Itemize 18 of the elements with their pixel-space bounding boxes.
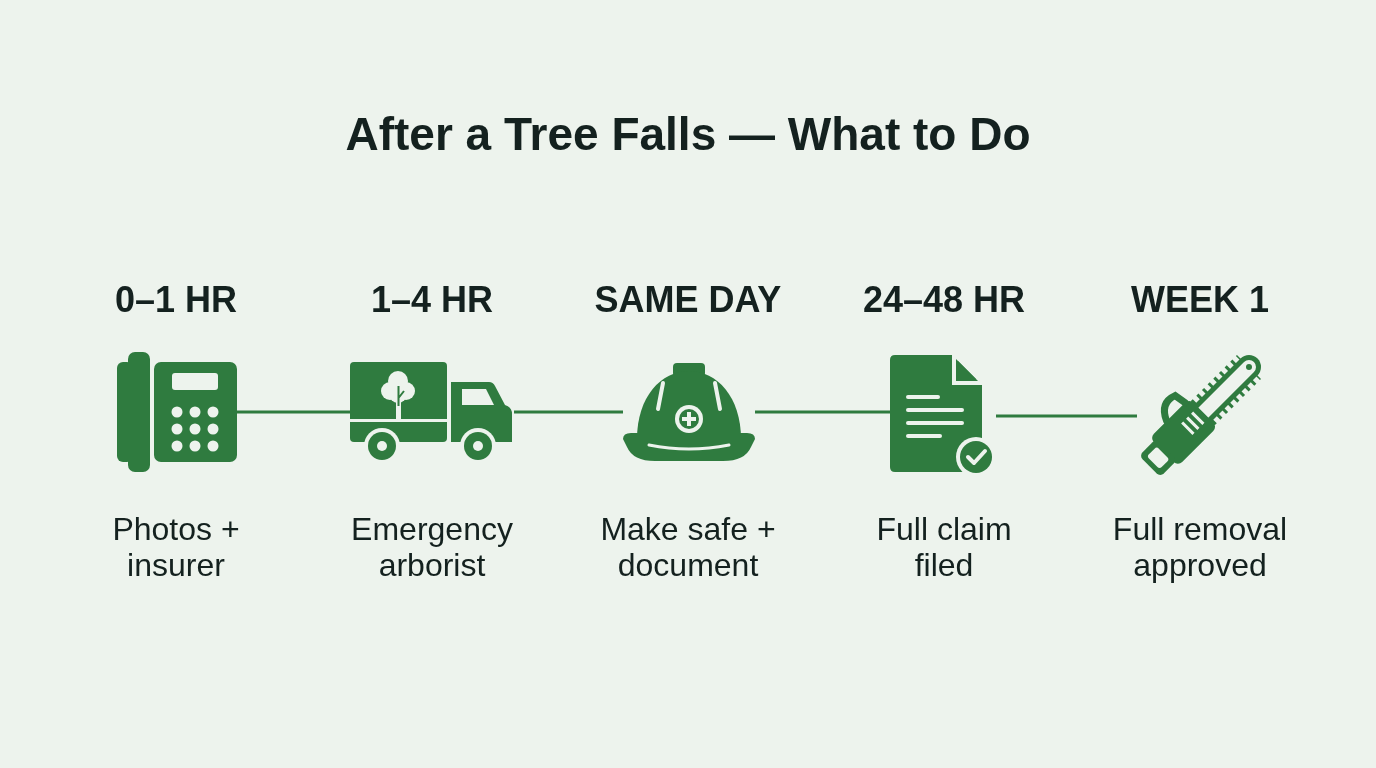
time-label: WEEK 1 [1131,279,1270,321]
telephone-icon [117,352,237,472]
title: After a Tree Falls — What to Do [345,108,1031,161]
step-caption: Make safe + document [599,511,777,583]
hard-hat-icon [623,363,755,461]
step-caption: Full removal approved [1111,511,1289,583]
time-label: SAME DAY [594,279,782,321]
time-label: 0–1 HR [115,279,238,321]
connector-line [514,410,623,414]
step-caption: Full claim filed [875,511,1013,583]
connector-line [237,410,350,414]
connector-line [755,410,890,414]
step-caption: Emergency arborist [350,511,514,583]
time-label: 1–4 HR [371,279,494,321]
connector-line [996,414,1137,418]
time-label: 24–48 HR [863,279,1026,321]
step-caption: Photos + insurer [111,511,241,583]
truck-icon [350,362,514,462]
